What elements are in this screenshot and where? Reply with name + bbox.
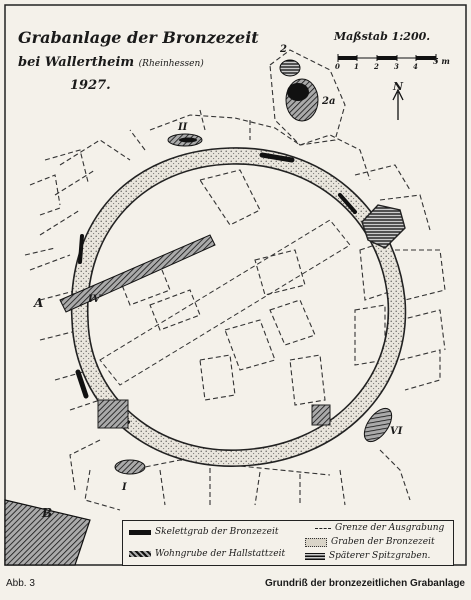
scale-tick-2: 2 [374,62,379,71]
legend-item-hallstatt-pit: Wohngrube der Hallstattzeit [129,549,285,559]
hallstatt-pit-band [59,234,216,313]
legend-label: Skelettgrab der Bronzezeit [155,527,279,537]
figure-caption: Grundriß der bronzezeitlichen Grabanlage [264,578,465,589]
grave-2-label: 2 [280,44,287,55]
legend-swatch-hatched [129,551,151,557]
later-pointed-ditch [361,204,406,249]
legend-label: Späterer Spitzgraben. [329,551,431,561]
title-line-1: Grabanlage der Bronzezeit [18,28,259,47]
title-year: 1927. [70,78,111,93]
legend-item-pointed-ditch: Späterer Spitzgraben. [305,551,430,561]
roman-label-top: II [178,122,188,133]
scale-tick-3: 3 [394,62,399,71]
legend-item-skeletal-grave: Skelettgrab der Bronzezeit [129,527,278,537]
legend-label: Grenze der Ausgrabung [335,523,445,533]
scale-tick-5: 5 m [433,56,450,66]
pit-area-s [311,404,331,426]
north-arrow [392,88,404,120]
roman-label-left: IV [88,294,101,305]
excavation-plan [4,4,467,566]
north-label: N [393,80,404,93]
title-line-2: bei Wallertheim (Rheinhessen) [18,55,204,70]
plan-title: Grabanlage der Bronzezeit bei Wallerthei… [18,28,259,93]
legend-swatch-dotted [305,537,327,547]
interior-strip [99,219,351,386]
legend-item-ditch: Graben der Bronzezeit [305,537,435,547]
legend-swatch-lined [305,552,325,560]
scale-tick-4: 4 [413,62,418,71]
grave-2a-label: 2a [322,96,336,107]
pit-area-sw [97,399,129,429]
scale-tick-1: 1 [354,62,359,71]
legend-item-excavation-boundary: Grenze der Ausgrabung [315,523,444,533]
sector-b-label: B [42,506,53,520]
legend-label: Graben der Bronzezeit [331,537,435,547]
figure-number: Abb. 3 [6,578,35,589]
scale-label: Maßstab 1:200. [334,30,431,43]
scale-bar [337,54,437,62]
legend-swatch-dashed [315,527,331,529]
sector-a-label: A [34,296,44,310]
legend-label: Wohngrube der Hallstattzeit [155,549,286,559]
excavation-boundary [24,49,446,511]
title-region-note: (Rheinhessen) [138,59,204,69]
legend-swatch-solid [129,529,151,535]
scale-tick-0: 0 [335,62,340,71]
outer-graves [114,59,393,475]
roman-label-right: VI [390,426,403,437]
legend: Skelettgrab der Bronzezeit Grenze der Au… [122,520,454,566]
sector-b [4,499,91,566]
roman-label-bottom-left: I [122,482,127,493]
